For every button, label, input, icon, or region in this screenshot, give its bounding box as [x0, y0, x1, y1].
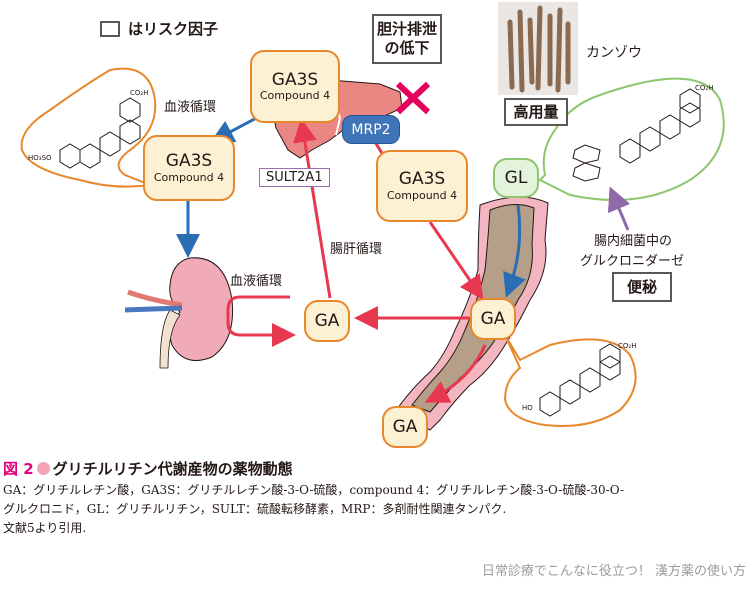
gl-substituent-co2h: CO₂H [695, 84, 713, 92]
renal-artery [127, 289, 183, 308]
label-enterohepatic: 腸肝循環 [330, 242, 383, 257]
caption-line: 文献5より引用. [3, 521, 87, 535]
sult2a1-enzyme: SULT2A1 [259, 168, 330, 187]
node-sub: Compound 4 [259, 89, 331, 103]
ga-molecule [539, 343, 621, 417]
caption-line: グルクロニド，GL：グリチルリチン，SULT：硫酸転移酵素，MRP：多剤耐性関連… [3, 502, 507, 516]
herb-name: カンゾウ [586, 45, 642, 61]
mrp2-transporter: MRP2 [342, 115, 400, 144]
figure-caption: 図 2 グリチルリチン代謝産物の薬物動態 GA：グリチルレチン酸，GA3S：グリ… [3, 458, 748, 538]
book-title-footer: 日常診療でこんなに役立つ！ 漢方薬の使い方 [481, 564, 746, 579]
node-sub: Compound 4 [153, 170, 225, 184]
gl-node: GL [493, 158, 539, 198]
node-main: GA [392, 416, 418, 437]
ga3s-molecule [59, 97, 141, 169]
node-main: GL [504, 167, 528, 188]
ga3s-blood-node: GA3S Compound 4 [143, 135, 235, 201]
risk-high-dose: 高用量 [504, 98, 568, 126]
label-blood-circulation-kidney: 血液循環 [230, 274, 283, 289]
caption-line: GA：グリチルレチン酸，GA3S：グリチルレチン酸-3-O-硫酸，compoun… [3, 483, 625, 497]
label-blood-circulation-top: 血液循環 [164, 100, 217, 115]
licorice-root-icon [507, 5, 571, 93]
node-main: GA [314, 310, 340, 331]
node-sub: Compound 4 [386, 188, 458, 202]
ga-intestine-node: GA [470, 298, 516, 340]
blocked-x-icon [395, 81, 431, 115]
risk-bile-excretion: 胆汁排泄 の低下 [372, 14, 442, 64]
ga-substituent-co2h: CO₂H [618, 342, 636, 350]
gl-molecule [572, 88, 701, 182]
ga-center-node: GA [304, 300, 350, 342]
arrow-ga3s-to-intestine-ga [428, 221, 484, 300]
pharmacokinetics-diagram: HO₃SO CO₂H CO₂H HO CO₂H [20, 2, 725, 448]
caption-body: GA：グリチルレチン酸，GA3S：グリチルレチン酸-3-O-硫酸，compoun… [3, 481, 748, 538]
arrow-ga-to-liver [293, 118, 332, 299]
gl-structure-bubble [538, 77, 725, 201]
licorice-photo [498, 2, 578, 95]
legend-risk-box-icon [100, 20, 120, 37]
caption-title: グリチルリチン代謝産物の薬物動態 [52, 460, 293, 478]
node-main: GA3S [398, 169, 446, 190]
ga3s-substituent-co2h: CO₂H [130, 89, 148, 97]
arrow-enzyme-to-gl [607, 186, 631, 231]
node-main: GA3S [271, 69, 319, 90]
risk-constipation: 便秘 [612, 272, 672, 302]
label-enzyme-line1: 腸内細菌中の [594, 234, 673, 249]
diagram-graphics: HO₃SO CO₂H CO₂H HO CO₂H [20, 67, 725, 431]
node-main: GA3S [165, 151, 213, 172]
caption-title-row: 図 2 グリチルリチン代謝産物の薬物動態 [3, 458, 748, 479]
ga-excreted-node: GA [382, 406, 428, 448]
ga3s-structure-bubble [20, 67, 157, 188]
label-enzyme-line2: グルクロニダーゼ [580, 254, 685, 269]
arrow-blood-loop [226, 295, 296, 347]
ga-substituent-ho: HO [522, 404, 533, 412]
legend-text: はリスク因子 [128, 20, 219, 38]
renal-vein [124, 305, 183, 313]
ga3s-bile-node: GA3S Compound 4 [376, 150, 468, 222]
node-main: GA [480, 308, 506, 329]
arrow-gl-to-ga [503, 204, 526, 298]
legend: はリスク因子 [100, 18, 218, 39]
ureter-shape [159, 309, 181, 369]
ga3s-substituent-hso: HO₃SO [28, 154, 52, 162]
figure-number: 図 2 [3, 460, 34, 478]
bullet-dot-icon [36, 462, 50, 475]
ga3s-liver-node: GA3S Compound 4 [250, 50, 340, 123]
arrow-ga-to-excretion [424, 344, 487, 403]
